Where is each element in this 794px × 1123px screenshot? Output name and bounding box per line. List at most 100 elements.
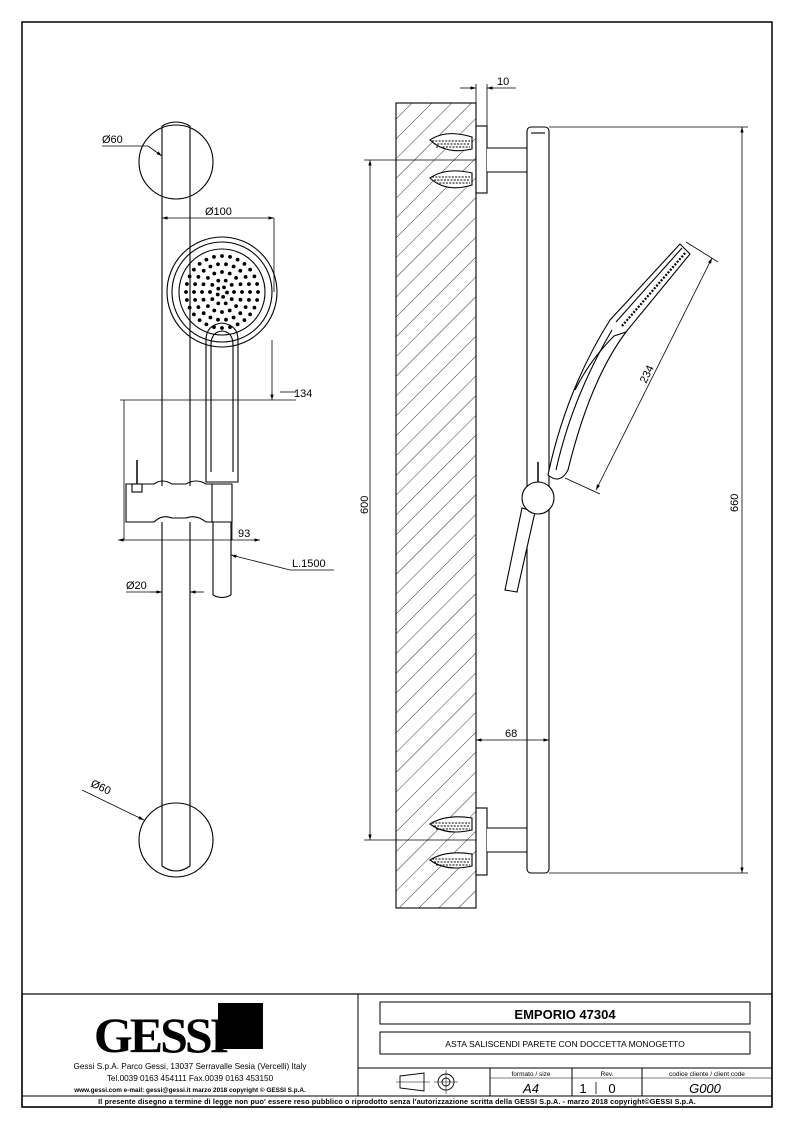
format-label: formato / size [511, 1071, 550, 1078]
nozzle-dot [225, 290, 229, 295]
title-block [21, 993, 773, 1108]
nozzle-dot [201, 268, 206, 273]
dim-hose-length: L.1500 [292, 558, 326, 570]
nozzle-dot [228, 255, 232, 259]
nozzle-dot [232, 290, 236, 294]
company-web: www.gessi.com e-mail: gessi@gessi.it mar… [73, 1086, 306, 1094]
nozzle-dot [200, 290, 204, 294]
nozzle-dot [201, 297, 206, 302]
client-code-value: G000 [689, 1081, 722, 1096]
nozzle-dot [255, 282, 259, 286]
brand-logo-text: GESSI [94, 1007, 228, 1063]
nozzle-dot [227, 271, 232, 276]
nozzle-dot [197, 262, 202, 266]
dim-total-height: 660 [729, 494, 741, 512]
nozzle-pattern [184, 254, 260, 330]
nozzle-dot [216, 301, 221, 306]
side-dimensions [364, 84, 748, 874]
nozzle-dot [238, 297, 243, 302]
front-view [125, 121, 278, 878]
first-angle-projection-icon [396, 1070, 458, 1094]
brand-logo-square [218, 1003, 263, 1049]
nozzle-dot [201, 311, 206, 316]
nozzle-dot [238, 311, 243, 316]
rev-label: Rev. [601, 1071, 614, 1078]
nozzle-dot [185, 282, 189, 286]
nozzle-dot [204, 257, 209, 262]
product-description: ASTA SALISCENDI PARETE CON DOCCETTA MONO… [445, 1039, 685, 1049]
nozzle-dot [235, 257, 240, 262]
front-shower-head [166, 236, 278, 348]
front-wall-plate-bottom [138, 802, 214, 878]
nozzle-dot [248, 312, 253, 317]
nozzle-dot [242, 262, 247, 266]
nozzle-dot [252, 274, 257, 279]
dim-rod-dia: Ø20 [126, 580, 147, 592]
nozzle-dot [223, 301, 228, 306]
nozzle-dot [184, 290, 188, 294]
nozzle-dot [210, 283, 215, 287]
front-dimensions [81, 145, 334, 821]
dim-fixing-centres: 600 [359, 496, 371, 514]
nozzle-dot [210, 297, 215, 301]
nozzle-dot [208, 315, 213, 320]
nozzle-dot [204, 322, 209, 327]
nozzle-dot [231, 264, 236, 269]
nozzle-dot [227, 308, 232, 313]
nozzle-dot [216, 317, 220, 322]
nozzle-dot [187, 274, 192, 279]
nozzle-dot [248, 267, 253, 272]
nozzle-dot [224, 262, 228, 267]
nozzle-dot [212, 271, 217, 276]
nozzle-dot [196, 305, 201, 309]
nozzle-dot [215, 292, 220, 297]
nozzle-dot [255, 298, 259, 302]
dim-front-plate-top: Ø60 [102, 134, 123, 146]
nozzle-dot [243, 275, 248, 279]
front-handshower-handle [205, 322, 239, 483]
dim-head-offset: 134 [294, 388, 312, 400]
nozzle-dot [220, 310, 224, 314]
wall-section [395, 102, 477, 909]
nozzle-dot [192, 290, 196, 294]
nozzle-dot [238, 268, 243, 273]
nozzle-dot [242, 318, 247, 322]
nozzle-dot [193, 298, 198, 302]
nozzle-dot [252, 305, 257, 310]
nozzle-dot [220, 326, 224, 330]
nozzle-dot [238, 282, 243, 287]
nozzle-dot [192, 312, 196, 317]
nozzle-dot [201, 282, 206, 287]
company-phone: Tel.0039 0163 454111 Fax.0039 0163 45315… [107, 1074, 274, 1083]
format-value: A4 [522, 1081, 539, 1096]
nozzle-dot [208, 290, 212, 294]
copyright-notice: Il presente disegno a termine di legge n… [98, 1097, 696, 1106]
dim-head-dia: Ø100 [205, 206, 232, 218]
nozzle-dot [216, 286, 221, 291]
front-wall-plate-top [138, 124, 214, 200]
nozzle-dot [187, 305, 192, 310]
nozzle-dot [197, 318, 202, 322]
nozzle-dot [212, 255, 216, 259]
nozzle-dot [223, 278, 228, 283]
front-hose [212, 522, 232, 599]
nozzle-dot [212, 308, 217, 313]
nozzle-dot [216, 262, 220, 267]
dim-projection: 68 [505, 728, 517, 740]
nozzle-dot [221, 295, 226, 299]
rev-minor: 0 [608, 1081, 615, 1096]
nozzle-dot [229, 283, 234, 287]
nozzle-dot [206, 304, 210, 308]
front-slider [125, 460, 233, 523]
nozzle-dot [212, 325, 216, 329]
nozzle-dot [220, 270, 224, 274]
nozzle-dot [224, 317, 228, 322]
nozzle-dot [208, 264, 213, 269]
nozzle-dot [222, 285, 226, 290]
nozzle-dot [247, 298, 251, 302]
dim-slider-depth: 93 [238, 528, 250, 540]
nozzle-dot [228, 325, 232, 329]
nozzle-dot [196, 275, 201, 279]
product-name: EMPORIO 47304 [514, 1007, 616, 1022]
